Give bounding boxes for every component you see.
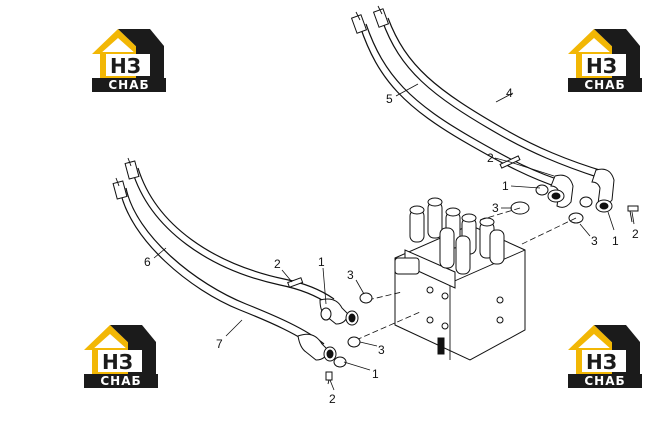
callout-1-low: 1 bbox=[343, 361, 379, 381]
callout-1-top: 1 bbox=[502, 179, 541, 193]
logo-mark-text: НЗ bbox=[586, 350, 617, 374]
logo-name-text: СНАБ bbox=[108, 78, 149, 92]
hose-6 bbox=[124, 157, 335, 306]
logo-name-text: СНАБ bbox=[100, 374, 141, 388]
elbow-fitting-upper-left bbox=[547, 174, 574, 208]
watermark-logo-bottom-left: НЗ СНАБ bbox=[84, 325, 158, 388]
callout-label: 2 bbox=[329, 392, 336, 406]
callout-label: 7 bbox=[216, 337, 223, 351]
callout-5: 5 bbox=[386, 83, 419, 106]
o-ring-lower bbox=[347, 292, 373, 348]
callout-2-right: 2 bbox=[631, 211, 639, 241]
logo-mark-text: НЗ bbox=[110, 54, 141, 78]
callout-3-right: 3 bbox=[579, 223, 598, 248]
elbow-fitting-low bbox=[297, 333, 337, 362]
callout-label: 3 bbox=[492, 201, 499, 215]
callout-label: 3 bbox=[347, 268, 354, 282]
logo-mark-text: НЗ bbox=[586, 54, 617, 78]
callout-label: 1 bbox=[372, 367, 379, 381]
callout-2-top: 2 bbox=[487, 151, 555, 177]
watermark-logo-top-left: НЗ СНАБ bbox=[92, 29, 166, 92]
hose-4 bbox=[372, 5, 607, 179]
logo-name-text: СНАБ bbox=[584, 374, 625, 388]
callout-label: 2 bbox=[274, 257, 281, 271]
callout-label: 4 bbox=[506, 86, 513, 100]
callout-3-top: 3 bbox=[492, 201, 512, 215]
callout-label: 2 bbox=[632, 227, 639, 241]
control-valve-block bbox=[394, 197, 526, 361]
hose-5 bbox=[350, 11, 567, 189]
hose-7 bbox=[112, 177, 325, 351]
callout-label: 3 bbox=[591, 234, 598, 248]
callout-7: 7 bbox=[216, 319, 243, 351]
callout-2-low: 2 bbox=[329, 379, 336, 406]
callout-3-low: 3 bbox=[359, 341, 385, 357]
elbow-fitting-upper-right bbox=[591, 168, 615, 213]
callout-label: 1 bbox=[502, 179, 509, 193]
callout-label: 1 bbox=[612, 234, 619, 248]
callout-label: 6 bbox=[144, 255, 151, 269]
callout-label: 1 bbox=[318, 255, 325, 269]
split-flange-clamp-lower bbox=[320, 307, 347, 368]
split-flange-clamp-upper bbox=[535, 184, 593, 208]
callout-1-mid: 1 bbox=[318, 255, 327, 305]
callout-label: 5 bbox=[386, 92, 393, 106]
callout-6: 6 bbox=[144, 247, 167, 269]
bolt-lower bbox=[287, 277, 333, 385]
logo-mark-text: НЗ bbox=[102, 350, 133, 374]
callout-label: 3 bbox=[378, 343, 385, 357]
callout-4: 4 bbox=[495, 86, 514, 103]
watermark-logo-top-right: НЗ СНАБ bbox=[568, 29, 642, 92]
callout-3-mid: 3 bbox=[347, 268, 365, 295]
logo-name-text: СНАБ bbox=[584, 78, 625, 92]
callout-2-mid: 2 bbox=[274, 257, 293, 283]
callout-1-right: 1 bbox=[607, 211, 619, 248]
watermark-logo-bottom-right: НЗ СНАБ bbox=[568, 325, 642, 388]
callout-label: 2 bbox=[487, 151, 494, 165]
